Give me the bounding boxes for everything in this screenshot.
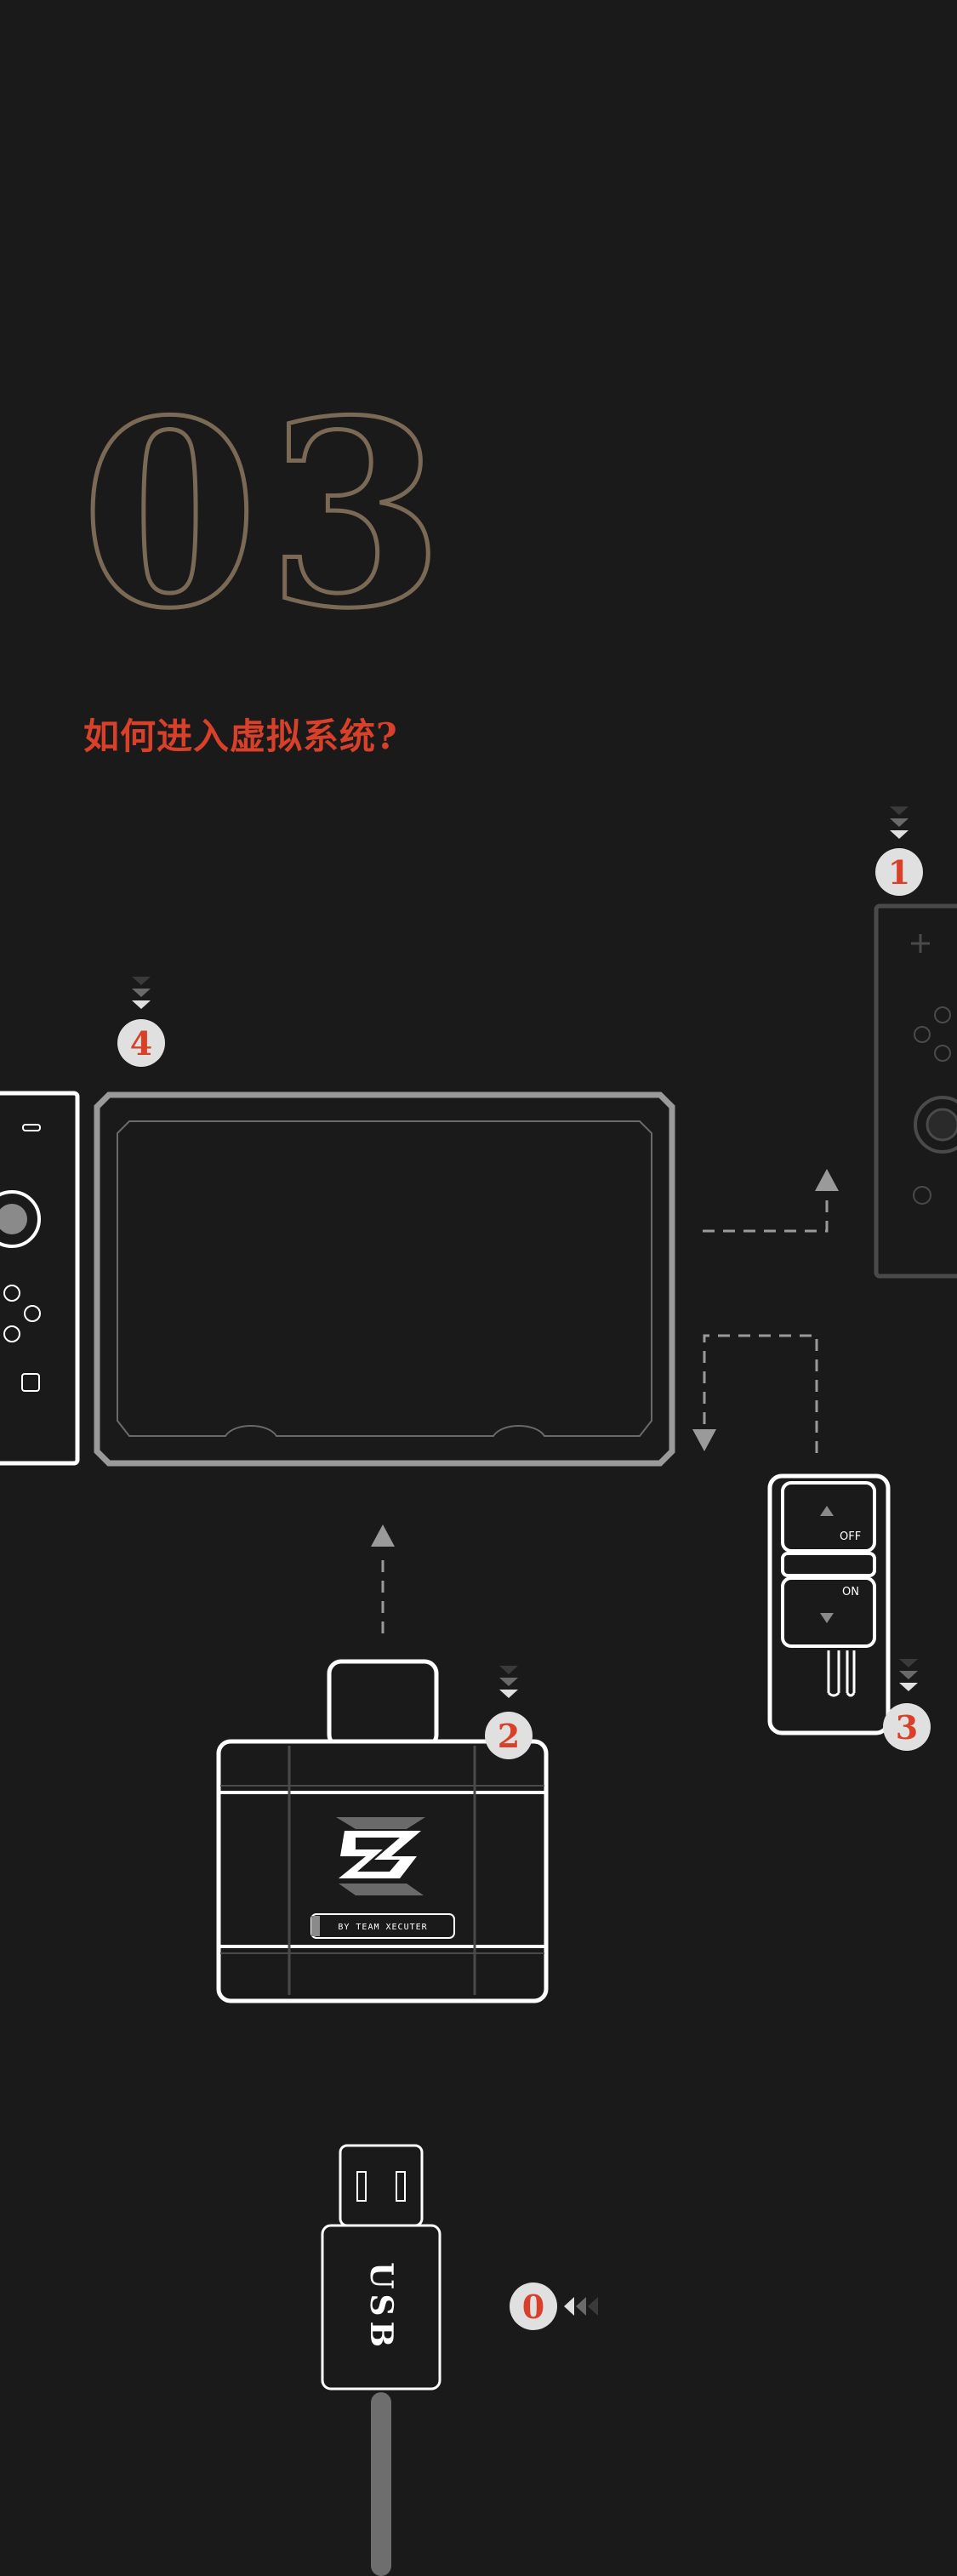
step-0-marker: 0	[510, 2282, 598, 2330]
section-number: 03	[78, 364, 453, 664]
step-2-label: 2	[498, 1717, 520, 1755]
step-0-label: 0	[522, 2288, 544, 2326]
dashed-arrow-from-dongle	[371, 1525, 395, 1633]
switch-on-label: ON	[842, 1586, 859, 1599]
page-title: 如何进入虚拟系统?	[83, 715, 398, 757]
dashed-arrow-to-joycon	[703, 1169, 839, 1233]
left-joycon	[0, 1091, 80, 1466]
switch-off-label: OFF	[840, 1530, 861, 1543]
step-4-marker: 4	[117, 977, 165, 1067]
jig-switch: OFF ON	[767, 1473, 891, 1735]
step-1-marker: 1	[875, 806, 923, 896]
step-4-label: 4	[130, 1024, 152, 1063]
step-2-marker: 2	[485, 1666, 533, 1759]
sx-logo-icon	[336, 1817, 425, 1895]
right-joycon	[874, 903, 957, 1279]
usb-cable: USB	[321, 2144, 441, 2576]
usb-label: USB	[363, 2262, 399, 2352]
step-3-label: 3	[896, 1708, 918, 1747]
dongle-brand-label: BY TEAM XECUTER	[338, 1923, 427, 1932]
step-3-marker: 3	[883, 1659, 931, 1751]
sx-dongle: BY TEAM XECUTER	[216, 1659, 549, 2003]
dashed-arrow-to-screen	[692, 1334, 818, 1453]
step-1-label: 1	[888, 853, 910, 892]
console-screen	[94, 1091, 675, 1467]
